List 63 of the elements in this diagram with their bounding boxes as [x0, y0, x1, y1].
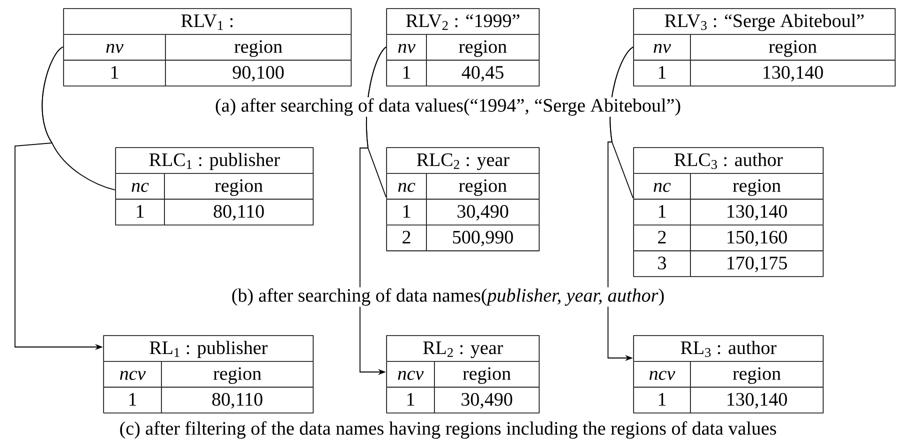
table-cell: 500,990 [453, 230, 513, 246]
table-cell: 1 [111, 66, 118, 79]
table-cell: 130,140 [728, 392, 787, 408]
table-cell: 40,45 [462, 66, 504, 82]
column-header: nv [398, 44, 416, 53]
table-cell: 1 [403, 66, 410, 79]
data-table [632, 8, 896, 86]
table-cell: 2 [402, 230, 410, 244]
column-header: nc [398, 182, 416, 192]
table-cell: 170,175 [728, 256, 787, 272]
table-cell: 2 [658, 230, 666, 244]
data-table [102, 335, 314, 414]
table-cell: 1 [129, 393, 136, 406]
column-header: region [732, 367, 781, 384]
data-table [386, 147, 540, 252]
table-cell: 130,140 [728, 204, 787, 220]
table-title: RL$_{1}$ : publisher [150, 340, 268, 358]
table-title: RLC$_{1}$ : publisher [149, 152, 280, 170]
caption: (a) after searching of data values(“1994”, “Serge Abiteboul”) [214, 97, 682, 117]
column-header: nv [106, 44, 124, 53]
table-cell: 30,490 [458, 204, 508, 220]
column-header: region [234, 40, 282, 57]
table-title: RLV$_{2}$ : “1999” [406, 14, 520, 30]
column-header: region [768, 40, 817, 57]
table-cell: 1 [658, 66, 666, 79]
column-header: region [458, 40, 507, 57]
caption: (b) after searching of data names(publisher, year, author) [230, 287, 666, 307]
table-title: RLV$_{3}$ : “Serge Abiteboul” [664, 14, 864, 32]
column-header: ncv [398, 370, 424, 380]
column-header: nv [654, 44, 671, 53]
caption: (c) after filtering of the data names having regions including the regions of data values [118, 420, 778, 440]
table-cell: 1 [136, 205, 144, 218]
table-title: RLC$_{2}$ : year [416, 153, 510, 170]
data-table [114, 147, 314, 226]
column-header: region [214, 179, 263, 196]
table-title: RL$_{2}$ : year [423, 342, 503, 358]
table-cell: 3 [658, 256, 666, 270]
table-cell: 90,100 [232, 66, 284, 82]
column-header: region [458, 179, 507, 196]
data-table [386, 8, 540, 86]
column-header: nc [654, 182, 671, 192]
table-cell: 1 [407, 393, 414, 406]
table-cell: 1 [658, 205, 666, 218]
column-header: nc [132, 182, 149, 192]
table-cell: 30,490 [462, 392, 512, 408]
table-title: RLV$_{1}$ : [181, 14, 233, 30]
table-cell: 80,110 [212, 392, 262, 408]
data-table [632, 335, 824, 414]
table-cell: 80,110 [214, 204, 264, 220]
table-cell: 150,160 [728, 230, 787, 246]
table-cell: 1 [403, 205, 410, 218]
column-header: region [732, 179, 781, 196]
table-title: RL$_{3}$ : author [680, 340, 776, 357]
column-header: region [213, 367, 262, 384]
data-table [632, 147, 824, 277]
table-cell: 130,140 [764, 66, 823, 82]
column-header: ncv [650, 370, 676, 380]
table-title: RLC$_{3}$ : author [674, 152, 783, 169]
column-header: ncv [120, 370, 146, 380]
table-cell: 1 [658, 393, 666, 406]
data-table [62, 8, 352, 86]
column-header: region [462, 367, 511, 384]
data-table [386, 335, 540, 414]
